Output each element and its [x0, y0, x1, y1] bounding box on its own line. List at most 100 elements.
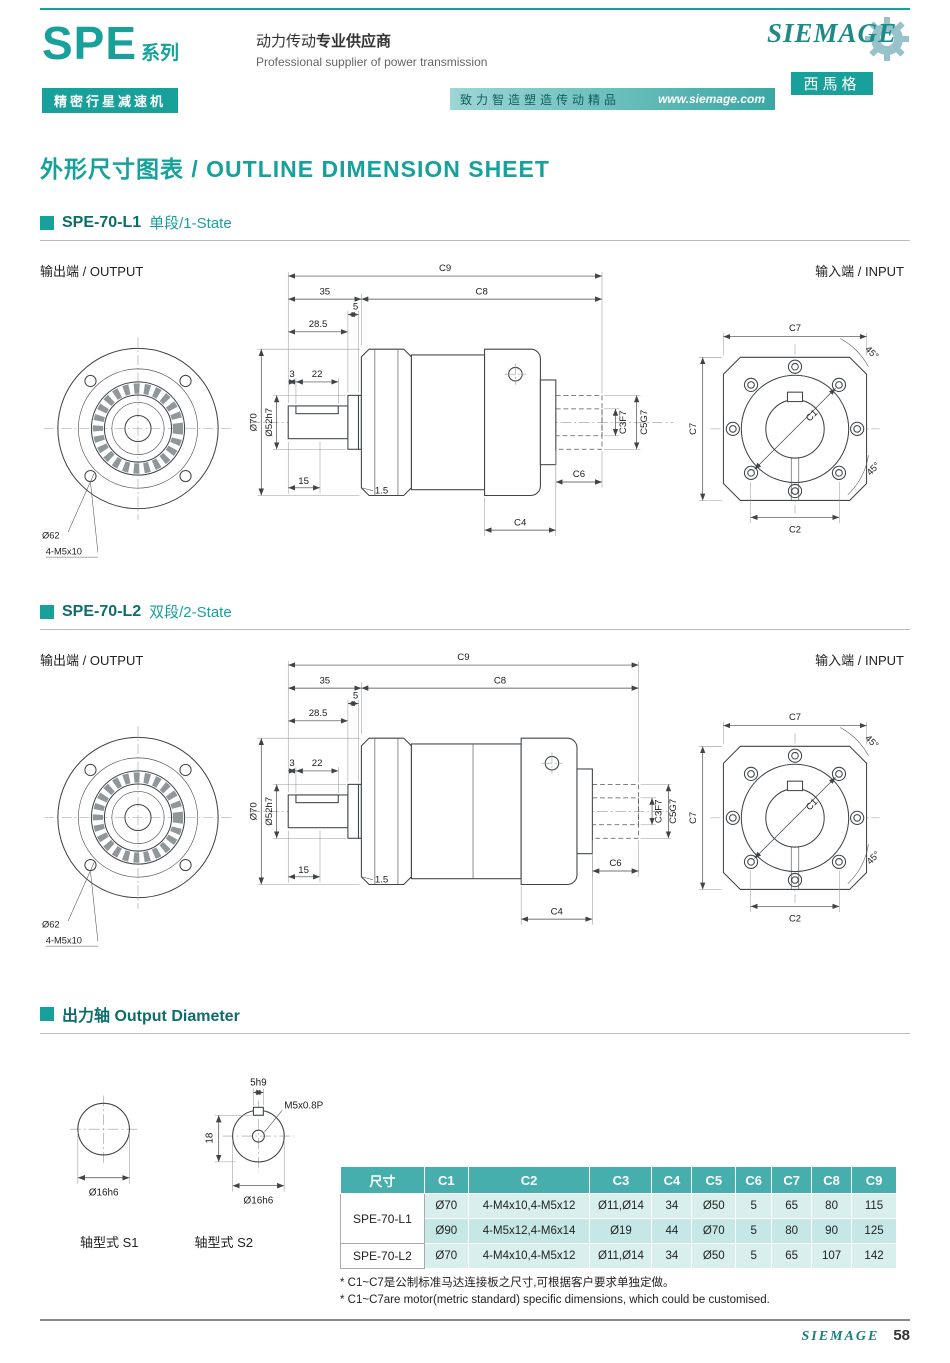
dim-label-c8: C8 — [494, 675, 506, 686]
footnote-en: * C1~C7are motor(metric standard) specif… — [340, 1294, 770, 1307]
shaft-s2-drawing: 5h9 18 M5x0.8P Ø16h6 — [205, 1077, 324, 1207]
dim-label-c3: C3F7 — [654, 800, 665, 824]
section-header-l1: SPE-70-L1 单段/1-State — [40, 212, 910, 241]
col-header: C5 — [691, 1166, 737, 1194]
value-cell: 142 — [851, 1243, 897, 1269]
value-cell: Ø50 — [691, 1193, 737, 1219]
input-flange-view-l1 — [682, 314, 908, 540]
tagline-cn-bold: 专业供应商 — [316, 33, 392, 50]
shaft-s1-label: 轴型式 S1 — [80, 1235, 139, 1250]
model-cell: SPE-70-L2 — [340, 1243, 425, 1269]
model-cell: SPE-70-L1 — [340, 1193, 425, 1244]
dim-label-c6: C6 — [609, 858, 621, 869]
section-header-shaft: 出力轴 Output Diameter — [40, 1002, 910, 1034]
output-flange-view-l1 — [40, 326, 236, 559]
dim-label-28_5: 28.5 — [309, 319, 328, 330]
value-cell: Ø50 — [691, 1243, 737, 1269]
dim-label-c4: C4 — [514, 517, 527, 528]
dim-label-tap: M5x0.8P — [284, 1100, 323, 1111]
series-suffix: 系列 — [141, 43, 180, 64]
website-link[interactable]: www.siemage.com — [658, 92, 765, 106]
dim-label-5: 5 — [353, 691, 358, 702]
top-rule — [40, 8, 910, 10]
dim-label-d70: Ø70 — [248, 413, 259, 431]
dim-label-d16-s1: Ø16h6 — [89, 1188, 119, 1199]
dim-label-5: 5 — [353, 302, 358, 313]
header-banner: 致力智造塑造传动精品 www.siemage.com — [450, 88, 775, 110]
side-section-view-l1: C9 35 C8 5 28.5 3 2 — [248, 263, 674, 536]
dim-label-d52: Ø52h7 — [264, 797, 275, 826]
dim-label-1_5: 1.5 — [375, 486, 388, 497]
page-number: 58 — [893, 1327, 910, 1344]
input-label: 输入端 / INPUT — [815, 264, 904, 279]
value-cell: Ø70 — [423, 1243, 469, 1269]
col-header: C3 — [589, 1166, 653, 1194]
value-cell: Ø19 — [589, 1218, 653, 1244]
tagline-cn: 动力传动 — [256, 33, 317, 50]
company-tagline: 动力传动专业供应商 Professional supplier of power… — [256, 30, 487, 69]
table-header-row: 尺寸 C1 C2 C3 C4 C5 C6 C7 C8 C9 — [340, 1166, 897, 1194]
section-bullet-icon — [40, 604, 54, 619]
logo-cn-badge: 西馬格 — [791, 72, 873, 95]
dim-label-d16-s2: Ø16h6 — [244, 1196, 274, 1207]
dim-label-depth: 18 — [205, 1132, 216, 1144]
output-label: 输出端 / OUTPUT — [40, 264, 144, 279]
section-shaft-title: 出力轴 Output Diameter — [62, 1008, 240, 1025]
value-cell: Ø70 — [691, 1218, 737, 1244]
value-cell: 34 — [651, 1193, 693, 1219]
dimension-table: 尺寸 C1 C2 C3 C4 C5 C6 C7 C8 C9 — [340, 1166, 897, 1269]
section-l2-model: SPE-70-L2 — [62, 602, 142, 620]
value-cell: Ø90 — [423, 1218, 469, 1244]
value-cell: 65 — [771, 1243, 813, 1269]
input-label: 输入端 / INPUT — [815, 653, 904, 668]
footnote-cn: * C1~C7是公制标准马达连接板之尺寸,可根据客户要求单独定做。 — [340, 1277, 675, 1289]
col-header: C2 — [467, 1166, 591, 1194]
dim-label-28_5: 28.5 — [309, 708, 328, 719]
col-header: C8 — [811, 1166, 853, 1194]
dim-label-c9: C9 — [439, 263, 451, 274]
section-bullet-icon — [40, 1007, 54, 1021]
col-header: 尺寸 — [340, 1166, 425, 1194]
dim-label-c3: C3F7 — [618, 411, 629, 435]
dim-label-c5: C5G7 — [668, 799, 679, 824]
col-header: C1 — [423, 1166, 469, 1194]
value-cell: 125 — [851, 1218, 897, 1244]
value-cell: 4-M4x10,4-M5x12 — [467, 1243, 591, 1269]
value-cell: 115 — [851, 1193, 897, 1219]
shaft-drawings-column: Ø16h6 5h9 1 — [40, 1048, 340, 1310]
dim-label-c9: C9 — [457, 652, 469, 663]
dim-label-22: 22 — [312, 758, 323, 769]
value-cell: 80 — [771, 1218, 813, 1244]
section-l2-subtitle: 双段/2-State — [149, 604, 232, 621]
side-section-view-l2: C9 35 C8 5 28.5 3 2 — [248, 652, 679, 925]
series-badge: 精密行星减速机 — [42, 88, 179, 113]
table-row: SPE-70-L2 Ø70 4-M4x10,4-M5x12 Ø11,Ø14 34… — [340, 1243, 897, 1269]
page-content: 外形尺寸图表 / OUTLINE DIMENSION SHEET SPE-70-… — [0, 150, 950, 1310]
dim-label-3: 3 — [289, 369, 294, 380]
section-l1-subtitle: 单段/1-State — [149, 215, 232, 232]
dim-label-c4: C4 — [551, 906, 564, 917]
logo-text: SIEMAGE — [766, 18, 898, 48]
section-bullet-icon — [40, 215, 54, 230]
dim-label-d52: Ø52h7 — [264, 408, 275, 437]
col-header: C4 — [651, 1166, 693, 1194]
value-cell: Ø11,Ø14 — [589, 1193, 653, 1219]
dim-label-15: 15 — [298, 865, 309, 876]
dim-label-15: 15 — [298, 476, 309, 487]
dim-label-35: 35 — [319, 675, 330, 686]
col-header: C6 — [735, 1166, 773, 1194]
section-l1-model: SPE-70-L1 — [62, 213, 142, 231]
value-cell: Ø70 — [423, 1193, 469, 1219]
dim-label-1_5: 1.5 — [375, 875, 388, 886]
value-cell: 80 — [811, 1193, 853, 1219]
col-header: C7 — [771, 1166, 813, 1194]
dimension-table-column: 尺寸 C1 C2 C3 C4 C5 C6 C7 C8 C9 — [340, 1048, 910, 1310]
dim-label-22: 22 — [312, 369, 323, 380]
value-cell: 5 — [735, 1218, 773, 1244]
value-cell: Ø11,Ø14 — [589, 1243, 653, 1269]
output-flange-view-l2 — [40, 715, 236, 948]
value-cell: 44 — [651, 1218, 693, 1244]
shaft-s1-drawing: Ø16h6 — [69, 1095, 138, 1199]
value-cell: 65 — [771, 1193, 813, 1219]
value-cell: 107 — [811, 1243, 853, 1269]
